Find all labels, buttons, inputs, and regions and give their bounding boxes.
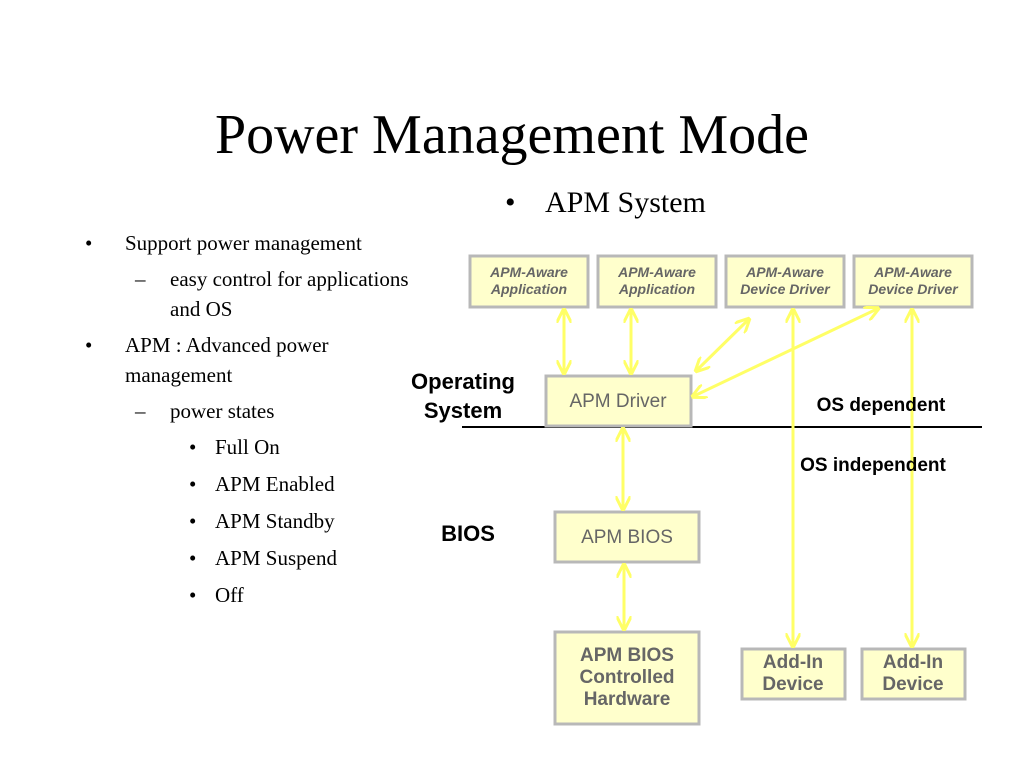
sub-bullet-item: – easy control for applications and OS xyxy=(85,264,425,324)
diagram-heading-text: APM System xyxy=(545,186,706,219)
bios-hardware-line-1: APM BIOS xyxy=(580,645,674,666)
power-state-text: Off xyxy=(215,583,244,607)
top-box-line-1: APM-Aware xyxy=(617,264,696,280)
os-dependent-label: OS dependent xyxy=(817,395,946,416)
bios-label: BIOS xyxy=(441,521,495,546)
bullet-marker: • xyxy=(505,186,516,219)
top-box-line-2: Application xyxy=(618,281,695,297)
bios-hardware-line-3: Hardware xyxy=(584,689,671,710)
bullet-item: • APM : Advanced power management xyxy=(85,330,425,390)
bios-hardware-line-2: Controlled xyxy=(580,667,675,688)
power-state-text: APM Enabled xyxy=(215,472,335,496)
power-state-text: Full On xyxy=(215,435,280,459)
bullet-text: APM : Advanced power management xyxy=(125,333,329,387)
power-state-item: • Full On xyxy=(85,432,425,462)
top-box-line-1: APM-Aware xyxy=(745,264,824,280)
top-box-driver-2: APM-Aware Device Driver xyxy=(852,254,974,309)
dash-marker: – xyxy=(135,267,146,291)
bios-hardware-box: APM BIOS Controlled Hardware xyxy=(553,630,701,726)
arrow-driver1-apmdriver xyxy=(697,320,748,370)
bullet-text: Support power management xyxy=(125,231,362,255)
sub-bullet-text: easy control for applications and OS xyxy=(170,267,409,321)
addin-device-line-2: Device xyxy=(762,674,823,695)
bullet-marker: • xyxy=(85,333,93,357)
addin-device-box-2: Add-In Device xyxy=(860,647,967,701)
power-state-item: • Off xyxy=(85,580,425,610)
bullet-marker: • xyxy=(85,231,93,255)
top-box-line-1: APM-Aware xyxy=(873,264,952,280)
bullet-marker: • xyxy=(189,509,197,533)
dash-marker: – xyxy=(135,399,146,423)
apm-bios-box: APM BIOS xyxy=(553,510,701,564)
power-state-item: • APM Enabled xyxy=(85,469,425,499)
top-box-line-2: Application xyxy=(490,281,567,297)
os-label-line-2: System xyxy=(424,398,502,423)
addin-device-line-1: Add-In xyxy=(763,652,823,673)
top-box-app-2: APM-Aware Application xyxy=(596,254,718,309)
addin-device-line-2: Device xyxy=(882,674,943,695)
diagram-heading: • APM System xyxy=(505,183,706,223)
power-state-text: APM Standby xyxy=(215,509,335,533)
bullet-list: • Support power management – easy contro… xyxy=(85,228,425,617)
bullet-marker: • xyxy=(189,472,197,496)
top-box-line-1: APM-Aware xyxy=(489,264,568,280)
power-state-item: • APM Standby xyxy=(85,506,425,536)
apm-bios-label: APM BIOS xyxy=(581,527,673,548)
bullet-item: • Support power management xyxy=(85,228,425,258)
top-box-line-2: Device Driver xyxy=(868,281,959,297)
slide-title: Power Management Mode xyxy=(214,104,810,166)
apm-driver-box: APM Driver xyxy=(544,374,693,428)
os-label-line-1: Operating xyxy=(411,369,515,394)
power-state-item: • APM Suspend xyxy=(85,543,425,573)
addin-device-line-1: Add-In xyxy=(883,652,943,673)
sub-bullet-text: power states xyxy=(170,399,275,423)
bullet-marker: • xyxy=(189,435,197,459)
top-box-line-2: Device Driver xyxy=(740,281,831,297)
apm-driver-label: APM Driver xyxy=(569,391,667,412)
power-state-text: APM Suspend xyxy=(215,546,337,570)
bullet-marker: • xyxy=(189,546,197,570)
sub-bullet-item: – power states xyxy=(85,396,425,426)
top-box-app-1: APM-Aware Application xyxy=(468,254,590,309)
os-independent-label: OS independent xyxy=(800,455,946,476)
bullet-marker: • xyxy=(189,583,197,607)
addin-device-box-1: Add-In Device xyxy=(740,647,847,701)
arrow-driver2-apmdriver xyxy=(694,309,877,396)
top-box-driver-1: APM-Aware Device Driver xyxy=(724,254,846,309)
